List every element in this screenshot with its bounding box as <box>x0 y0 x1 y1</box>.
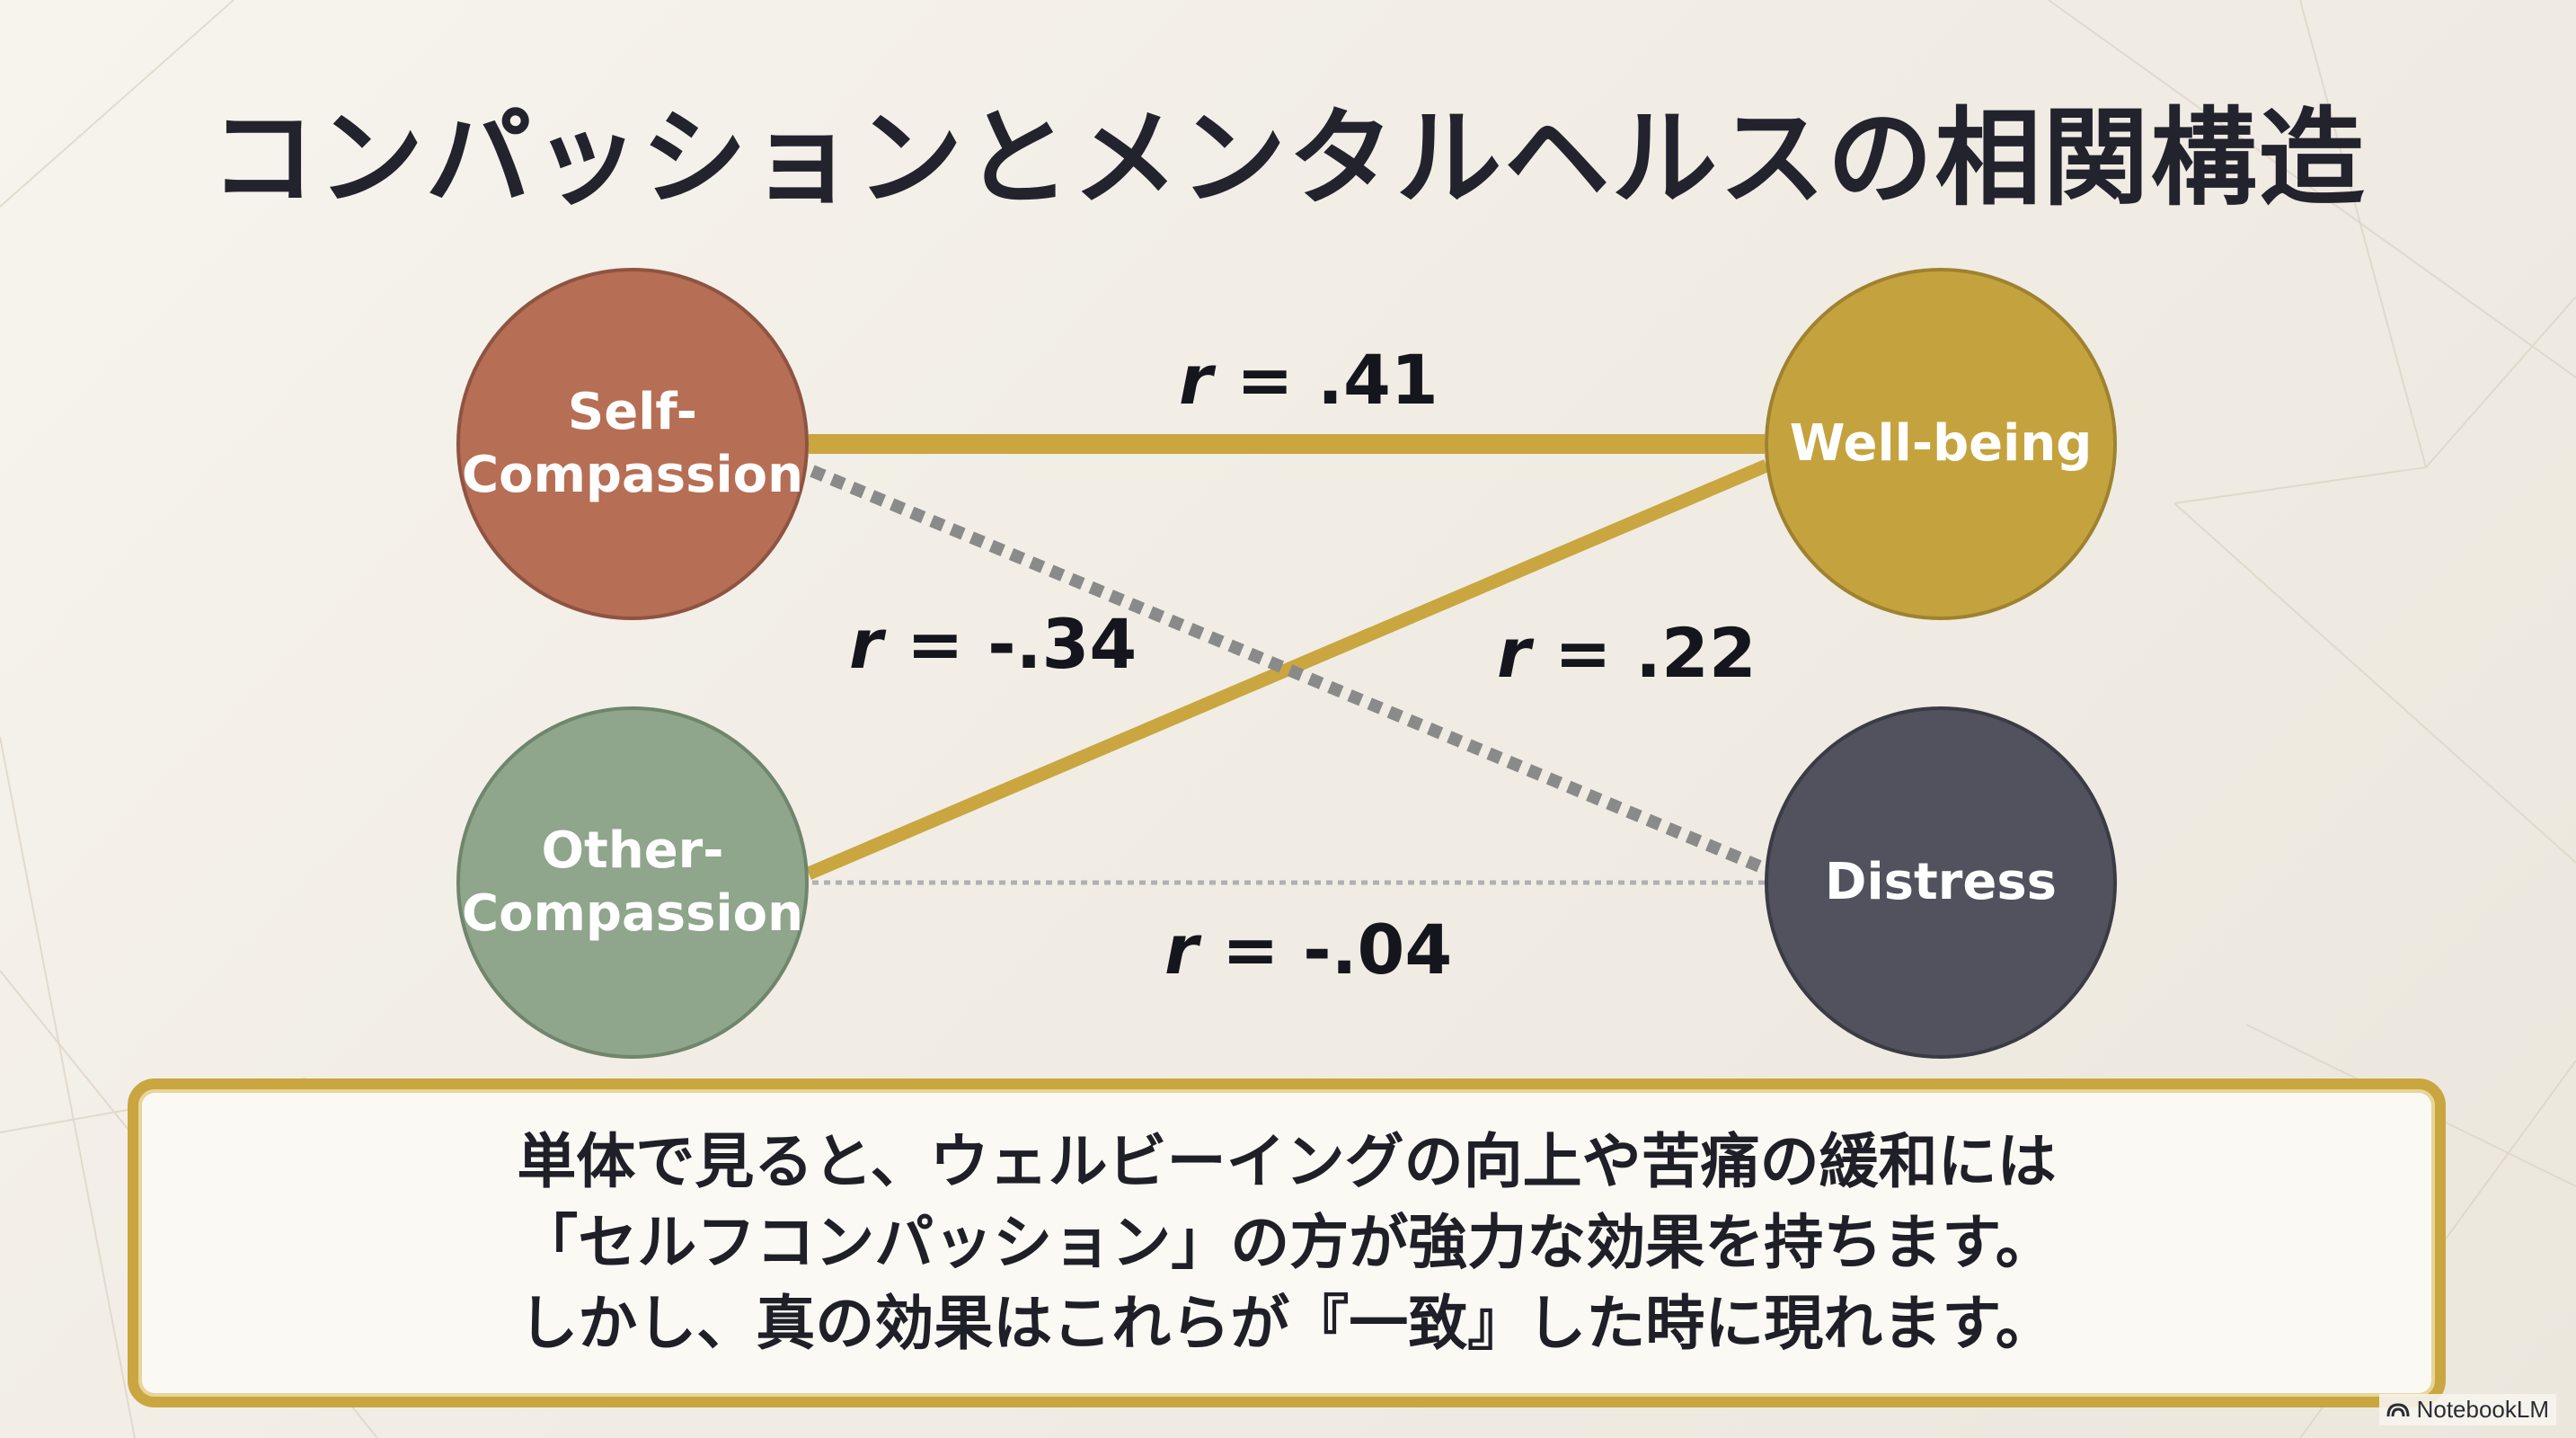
brand-name: NotebookLM <box>2416 1396 2549 1423</box>
r-symbol: r <box>1179 340 1213 420</box>
page-title: コンパッションとメンタルヘルスの相関構造 <box>209 96 2367 220</box>
other-compassion-node: Other- Compassion <box>456 706 809 1059</box>
self-compassion-label-1: Self- <box>567 383 698 441</box>
notebooklm-logo-icon <box>2386 1402 2410 1416</box>
correlation-value: = -.34 <box>906 604 1138 684</box>
r-symbol: r <box>1497 613 1531 693</box>
correlation-label-self-wellbeing: r = .41 <box>1179 340 1438 420</box>
other-compassion-label-2: Compassion <box>462 884 803 943</box>
callout-line-2: 「セルフコンパッション」の方が強力な効果を持ちます。 <box>518 1208 2055 1278</box>
callout-line-3: しかし、真の効果はこれらが『一致』した時に現れます。 <box>518 1288 2055 1358</box>
well-being-node: Well-being <box>1765 268 2117 620</box>
correlation-label-self-distress: r = -.34 <box>849 604 1137 684</box>
distress-label: Distress <box>1824 853 2058 911</box>
brand-watermark: NotebookLM <box>2378 1394 2556 1425</box>
correlation-value: = -.04 <box>1221 910 1453 990</box>
r-symbol: r <box>849 604 883 684</box>
correlation-label-other-wellbeing: r = .22 <box>1497 613 1757 693</box>
well-being-label: Well-being <box>1789 414 2093 473</box>
callout-line-1: 単体で見ると、ウェルビーイングの向上や苦痛の緩和には <box>517 1127 2057 1197</box>
distress-node: Distress <box>1765 706 2117 1059</box>
other-compassion-label-1: Other- <box>541 821 724 880</box>
self-compassion-label-2: Compassion <box>462 446 803 504</box>
link-other-wellbeing <box>806 459 1769 880</box>
summary-callout: 単体で見ると、ウェルビーイングの向上や苦痛の緩和には 「セルフコンパッション」の… <box>128 1078 2446 1407</box>
correlation-label-other-distress: r = -.04 <box>1164 910 1452 990</box>
correlation-value: = .22 <box>1554 613 1757 693</box>
link-self-distress <box>810 465 1771 876</box>
correlation-value: = .41 <box>1235 340 1438 420</box>
self-compassion-node: Self- Compassion <box>456 268 809 620</box>
r-symbol: r <box>1164 910 1199 990</box>
